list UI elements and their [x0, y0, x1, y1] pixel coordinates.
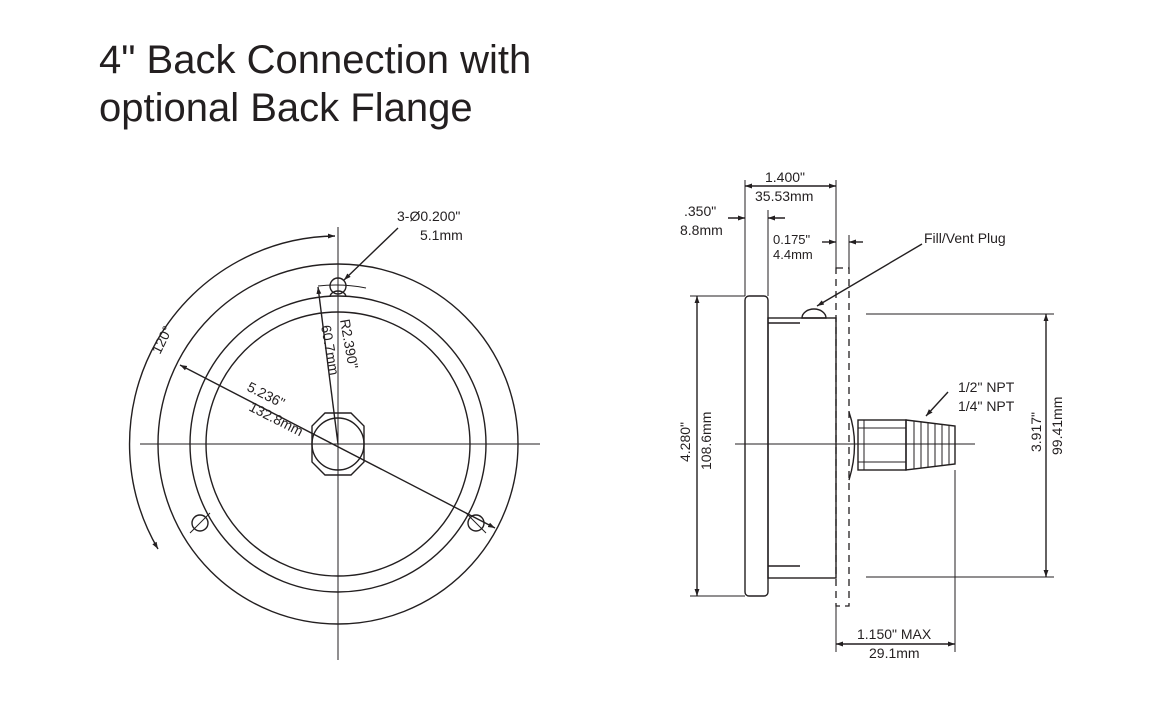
npt-quarter-label: 1/4" NPT: [958, 398, 1015, 414]
npt-half-label: 1/2" NPT: [958, 379, 1015, 395]
hole-callout-in: 3-Ø0.200": [397, 208, 460, 224]
stem-mm: 29.1mm: [869, 645, 920, 661]
hole-leader-line: [343, 227, 399, 281]
case-in: 3.917": [1028, 412, 1044, 452]
side-view: 1.400" 35.53mm .350" 8.8mm 0.175" 4.4mm …: [677, 169, 1065, 661]
fill-plug-leader: [816, 243, 923, 307]
case-mm: 99.41mm: [1049, 397, 1065, 455]
angle-callout: 120°: [148, 323, 175, 356]
title-line-2: optional Back Flange: [99, 86, 473, 130]
hole-right-crossmark: [465, 512, 487, 534]
stem-in: 1.150" MAX: [857, 626, 932, 642]
bezel-depth-mm: 8.8mm: [680, 222, 723, 238]
case-body: [767, 317, 837, 579]
hole-callout-mm: 5.1mm: [420, 227, 463, 243]
hole-left-crossmark: [189, 512, 211, 534]
thread-lines: [913, 421, 950, 469]
flange-depth-mm: 4.4mm: [773, 247, 813, 262]
npt-leader: [925, 391, 949, 417]
bolt-circle-arc: [317, 284, 367, 289]
page-title: 4" Back Connection with optional Back Fl…: [99, 36, 531, 132]
stem-socket-curve: [848, 411, 856, 481]
bezel: [744, 295, 769, 597]
optional-back-flange: [835, 267, 850, 607]
bezel-depth-in: .350": [684, 203, 716, 219]
fill-vent-plug: [801, 308, 827, 319]
radius-callout-mm: 60.7mm: [318, 324, 343, 377]
diameter-dimension-line: [179, 364, 496, 529]
angle-dimension-arc: [128, 233, 336, 550]
fill-vent-plug-label: Fill/Vent Plug: [924, 230, 1006, 246]
overall-depth-in: 1.400": [765, 169, 805, 185]
radius-dimension-line: [316, 286, 339, 445]
height-in: 4.280": [677, 422, 693, 462]
overall-depth-mm: 35.53mm: [755, 188, 813, 204]
thread-section: [905, 419, 956, 471]
height-mm: 108.6mm: [698, 412, 714, 470]
title-line-1: 4" Back Connection with: [99, 38, 532, 82]
front-view: 3-Ø0.200" 5.1mm 120° R2.390" 60.7mm 5.23…: [128, 208, 540, 660]
flange-depth-in: 0.175": [773, 232, 811, 247]
